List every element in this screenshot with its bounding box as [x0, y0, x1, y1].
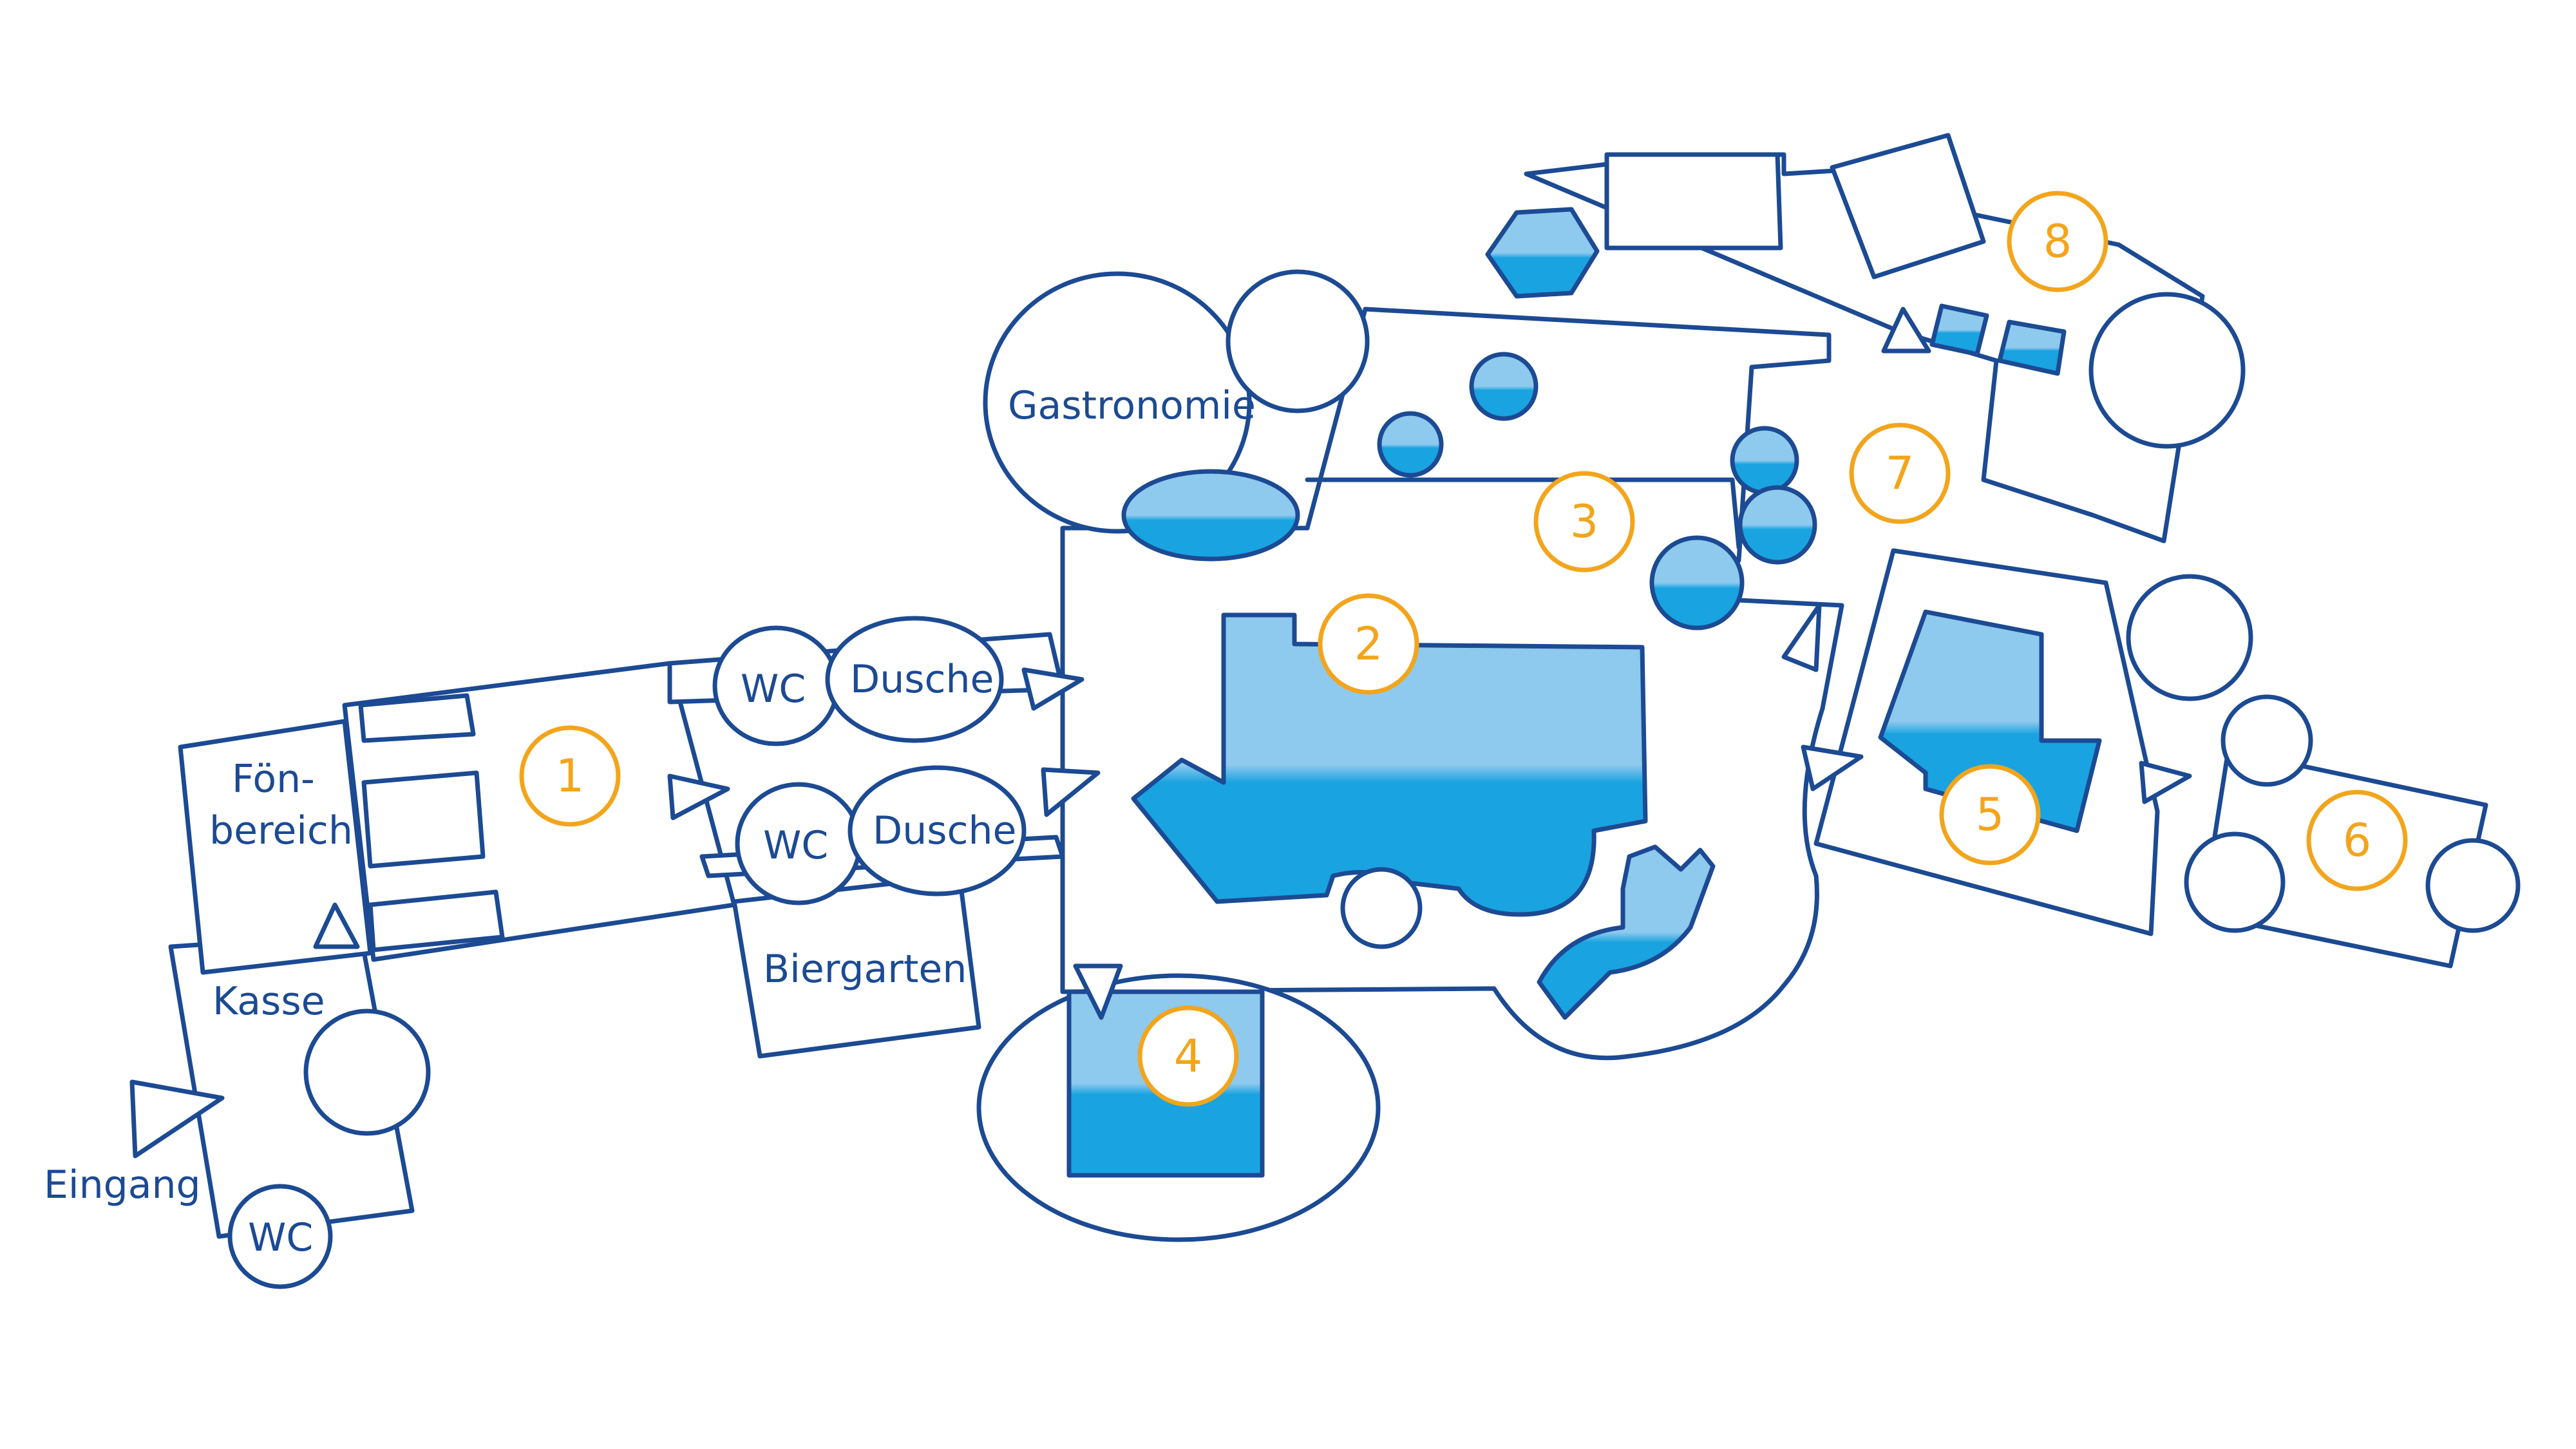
cabin-2	[361, 770, 486, 869]
marker-5: 5	[1939, 764, 2041, 866]
label-dusche-lower: Dusche	[873, 808, 1016, 853]
cabin-1	[358, 693, 476, 743]
label-wc-lower: WC	[763, 823, 828, 868]
label-dusche-upper: Dusche	[850, 657, 994, 702]
arrow-pool-4	[1073, 963, 1123, 1020]
pool-5	[1878, 609, 2102, 833]
room-top-b	[1830, 133, 1986, 279]
arrow-zone-6	[2139, 761, 2192, 804]
svg-text:6: 6	[2343, 814, 2372, 867]
zone-6-column-left	[2184, 831, 2286, 933]
foen-room	[178, 719, 373, 975]
label-eingang: Eingang	[44, 1162, 201, 1208]
marker-8: 8	[2007, 191, 2108, 292]
pool-gastronomie	[1121, 469, 1300, 562]
whirlpool-c	[1730, 426, 1799, 495]
room-top-a	[1604, 152, 1783, 251]
arrow-zone-8	[1881, 307, 1931, 354]
svg-text:4: 4	[1174, 1030, 1203, 1083]
zone-8-basin-b	[1997, 319, 2067, 376]
zone-8-column	[2088, 292, 2246, 449]
arrow-zone-5	[1781, 603, 1822, 672]
hexagon-pool	[1485, 207, 1600, 299]
pool-2	[1131, 612, 1648, 917]
whirlpool-e	[1649, 535, 1745, 630]
zone-8-basin-a	[1929, 303, 1989, 357]
marker-2: 2	[1318, 593, 1419, 695]
svg-text:3: 3	[1570, 495, 1599, 548]
marker-1: 1	[519, 725, 621, 827]
arrow-dusche-upper	[1021, 667, 1084, 711]
label-wc-upper: WC	[741, 667, 806, 712]
marker-7: 7	[1849, 422, 1951, 524]
zone-6-column-right	[2425, 838, 2521, 933]
svg-text:1: 1	[556, 750, 585, 802]
cabin-3	[368, 889, 505, 952]
svg-text:5: 5	[1976, 788, 2005, 841]
marker-3: 3	[1533, 471, 1635, 573]
whirlpool-a	[1469, 352, 1539, 421]
whirlpool-b	[1377, 411, 1444, 478]
label-kasse: Kasse	[213, 979, 325, 1024]
slide-pool	[1537, 844, 1716, 1020]
hall-column-bottom	[1340, 867, 1423, 949]
marker-6: 6	[2306, 790, 2408, 891]
dusche-lower-room	[848, 765, 1027, 896]
arrow-dusche-lower	[1041, 767, 1101, 817]
svg-text:2: 2	[1354, 618, 1383, 670]
dusche-upper-room	[825, 616, 1004, 743]
svg-text:7: 7	[1886, 447, 1915, 500]
gastronomie-room	[983, 271, 1252, 534]
arrow-zone-1	[667, 773, 730, 820]
hall-column-top	[1226, 269, 1370, 413]
kasse-column	[303, 1009, 431, 1136]
label-wc-entrance: WC	[248, 1215, 313, 1260]
zone-5-column	[2126, 574, 2253, 701]
arrow-zone-5-entry	[1801, 744, 1864, 791]
arrow-kasse	[313, 902, 360, 949]
label-foen-1: Fön-	[232, 757, 315, 802]
zone-6-column-top	[2221, 694, 2313, 787]
label-biergarten: Biergarten	[763, 947, 967, 992]
label-foen-2: bereich	[209, 808, 353, 853]
label-gastronomie: Gastronomie	[1008, 383, 1256, 428]
whirlpool-d	[1738, 485, 1817, 565]
svg-text:8: 8	[2043, 215, 2072, 268]
marker-4: 4	[1137, 1005, 1239, 1107]
wc-entrance-room	[227, 1184, 333, 1289]
arrow-eingang	[129, 1079, 225, 1159]
biergarten-room	[732, 873, 981, 1059]
